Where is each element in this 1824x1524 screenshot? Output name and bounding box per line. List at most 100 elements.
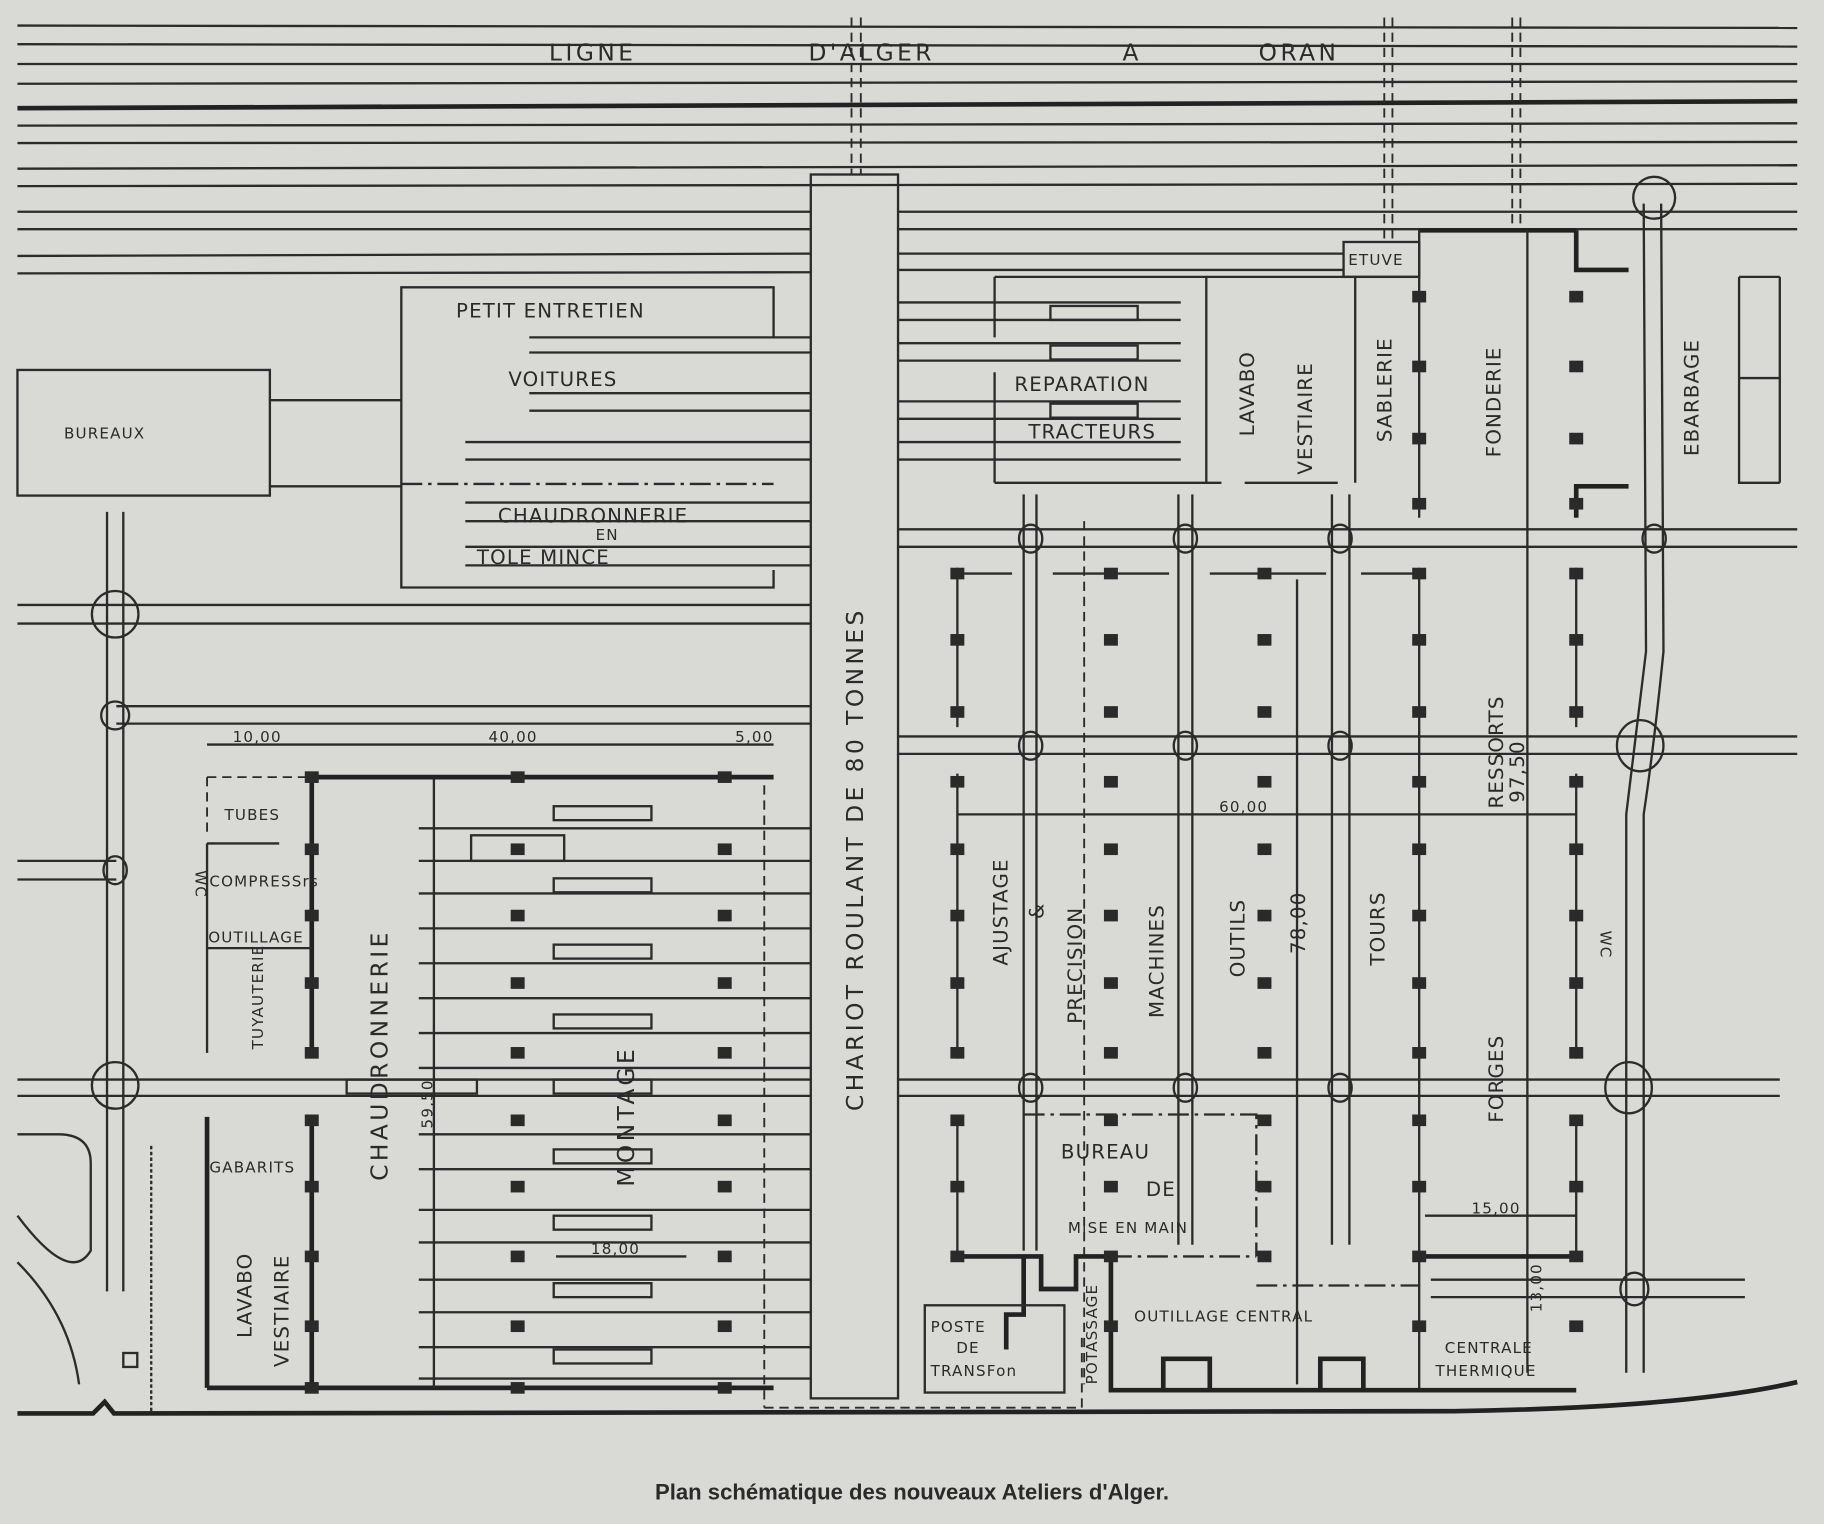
chariot-roulant bbox=[809, 173, 900, 1400]
column-marker bbox=[950, 1250, 965, 1263]
column-marker bbox=[1569, 634, 1584, 646]
column-marker bbox=[1412, 1114, 1427, 1127]
column-marker bbox=[717, 1114, 732, 1127]
column-marker bbox=[717, 1382, 732, 1394]
outils-label: OUTILS bbox=[1227, 899, 1250, 977]
dim-18: 18,00 bbox=[591, 1240, 640, 1258]
en-label: EN bbox=[596, 526, 619, 544]
dim-59: 59,50 bbox=[419, 1079, 437, 1128]
petit-entretien-label: PETIT ENTRETIEN bbox=[456, 300, 645, 323]
column-marker bbox=[1412, 1250, 1427, 1263]
column-marker bbox=[1412, 977, 1427, 989]
column-marker bbox=[717, 909, 732, 922]
column-marker bbox=[1569, 843, 1584, 856]
ebarbage-label: EBARBAGE bbox=[1680, 339, 1703, 456]
dim-40: 40,00 bbox=[489, 728, 538, 746]
column-marker bbox=[950, 1047, 965, 1059]
column-marker bbox=[717, 1250, 732, 1263]
column-marker bbox=[1103, 977, 1118, 989]
column-marker bbox=[1103, 909, 1118, 922]
column-marker bbox=[950, 775, 965, 788]
voitures-label: VOITURES bbox=[508, 368, 617, 391]
machines-label: MACHINES bbox=[1145, 904, 1168, 1018]
column-marker bbox=[1412, 706, 1427, 718]
column-marker bbox=[1257, 1114, 1272, 1127]
vestiaire-left-label: VESTIAIRE bbox=[270, 1254, 293, 1367]
forges-label: FORGES bbox=[1485, 1035, 1508, 1123]
column-marker bbox=[304, 1047, 319, 1059]
column-marker bbox=[1569, 567, 1584, 580]
column-marker bbox=[1569, 1047, 1584, 1059]
title-dalger: D'ALGER bbox=[808, 39, 934, 66]
column-marker bbox=[1257, 634, 1272, 646]
lavabo-left-label: LAVABO bbox=[233, 1253, 256, 1338]
column-marker bbox=[1569, 432, 1584, 445]
column-marker bbox=[1412, 634, 1427, 646]
column-marker bbox=[717, 1320, 732, 1333]
column-marker bbox=[1569, 1180, 1584, 1193]
column-marker bbox=[1103, 1320, 1118, 1333]
petit-entretien-building bbox=[400, 286, 811, 589]
column-marker bbox=[1412, 567, 1427, 580]
column-marker bbox=[304, 843, 319, 856]
montage-label: MONTAGE bbox=[613, 1046, 640, 1187]
ressorts-label: RESSORTS bbox=[1485, 695, 1508, 808]
column-marker bbox=[1569, 775, 1584, 788]
title-a: A bbox=[1123, 39, 1142, 66]
column-marker bbox=[1103, 1047, 1118, 1059]
column-marker bbox=[1412, 909, 1427, 922]
column-marker bbox=[1412, 432, 1427, 445]
column-marker bbox=[950, 706, 965, 718]
title-oran: ORAN bbox=[1259, 39, 1340, 66]
structural-columns bbox=[304, 290, 1584, 1394]
column-marker bbox=[1103, 843, 1118, 856]
column-marker bbox=[1103, 1250, 1118, 1263]
railway-tracks bbox=[17, 17, 1798, 275]
tubes-label: TUBES bbox=[224, 806, 281, 824]
tole-mince-label: TOLE MINCE bbox=[476, 546, 610, 569]
column-marker bbox=[1569, 909, 1584, 922]
etuve-label: ETUVE bbox=[1348, 251, 1404, 269]
centrale-label: CENTRALE bbox=[1445, 1339, 1533, 1357]
transfo-label: TRANSFon bbox=[930, 1362, 1018, 1380]
column-marker bbox=[1103, 634, 1118, 646]
column-marker bbox=[510, 1320, 525, 1333]
column-marker bbox=[1103, 1180, 1118, 1193]
column-marker bbox=[1257, 1047, 1272, 1059]
ajustage-label: AJUSTAGE bbox=[989, 858, 1012, 965]
column-marker bbox=[1412, 1180, 1427, 1193]
dim-97: 97,50 bbox=[1506, 740, 1529, 802]
de2-label: DE bbox=[956, 1339, 980, 1357]
column-marker bbox=[304, 1250, 319, 1263]
column-marker bbox=[304, 1114, 319, 1127]
column-marker bbox=[717, 843, 732, 856]
column-marker bbox=[304, 1320, 319, 1333]
wc-right-label: WC bbox=[1597, 931, 1615, 959]
column-marker bbox=[1569, 1320, 1584, 1333]
column-marker bbox=[1412, 290, 1427, 303]
chaudronnerie-label: CHAUDRONNERIE bbox=[366, 929, 393, 1181]
column-marker bbox=[1103, 706, 1118, 718]
column-marker bbox=[717, 771, 732, 783]
thermique-label: THERMIQUE bbox=[1434, 1362, 1536, 1380]
column-marker bbox=[1412, 843, 1427, 856]
column-marker bbox=[1412, 1320, 1427, 1333]
reparation-label: REPARATION bbox=[1014, 373, 1149, 396]
column-marker bbox=[1257, 909, 1272, 922]
column-marker bbox=[950, 909, 965, 922]
et-label: & bbox=[1025, 902, 1048, 919]
dim-15: 15,00 bbox=[1472, 1199, 1521, 1217]
tours-label: TOURS bbox=[1366, 891, 1389, 966]
mise-en-main-label: MISE EN MAIN bbox=[1068, 1219, 1188, 1237]
column-marker bbox=[304, 1382, 319, 1394]
potassage-label: POTASSAGE bbox=[1083, 1284, 1101, 1385]
column-marker bbox=[1103, 567, 1118, 580]
column-marker bbox=[1257, 775, 1272, 788]
column-marker bbox=[1257, 567, 1272, 580]
column-marker bbox=[1257, 977, 1272, 989]
column-marker bbox=[1412, 360, 1427, 373]
column-marker bbox=[510, 1047, 525, 1059]
column-marker bbox=[950, 977, 965, 989]
dim-10: 10,00 bbox=[233, 728, 282, 746]
